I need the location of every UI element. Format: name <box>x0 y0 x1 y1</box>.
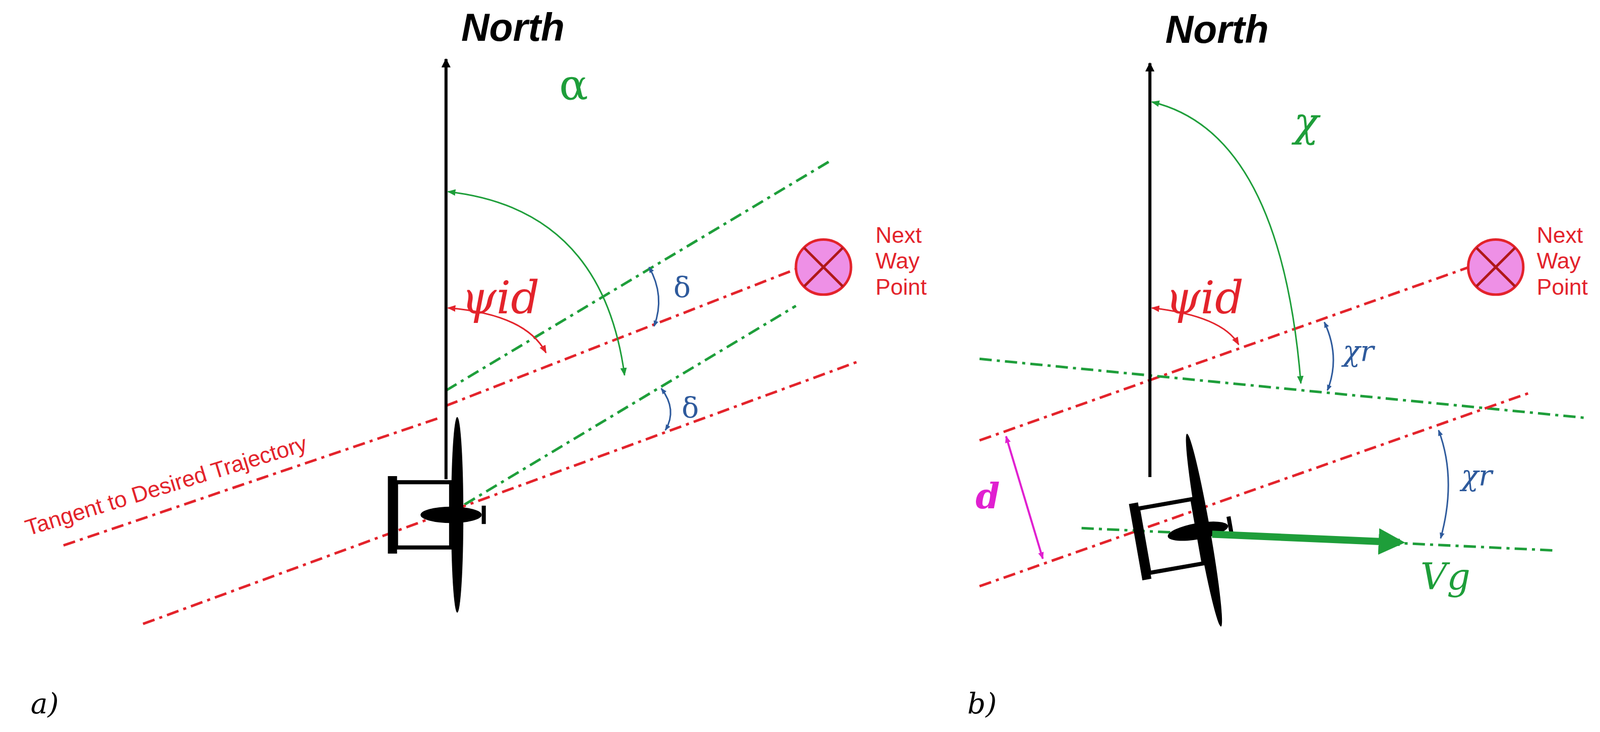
angle-symbol: δ <box>681 393 699 423</box>
waypoint-label: Next Way Point <box>875 222 946 300</box>
direction-label: North <box>461 8 565 47</box>
trajectory-label: Tangent to Desired Trajectory <box>22 432 310 540</box>
angle-symbol: δ <box>673 273 691 302</box>
angle-symbol: χr <box>1342 336 1374 366</box>
waypoint-symbol <box>1468 239 1524 295</box>
angle-symbol: ψid <box>1165 275 1244 321</box>
angle-symbol: χ <box>1294 101 1319 143</box>
angle-symbol: χr <box>1461 461 1493 490</box>
aircraft <box>387 417 486 614</box>
panel-a <box>63 58 857 625</box>
vector-label: Vg <box>1420 559 1471 596</box>
angle-symbol: ψid <box>461 275 540 321</box>
direction-label: North <box>1165 10 1269 49</box>
velocity-vector <box>1212 534 1400 543</box>
angle-symbol: α <box>559 63 588 107</box>
panel-b <box>979 63 1587 639</box>
waypoint-symbol <box>795 239 851 295</box>
panel-label: a) <box>30 689 59 719</box>
distance-label: d <box>975 479 1000 515</box>
waypoint-label: Next Way Point <box>1536 222 1600 300</box>
panel-label: b) <box>967 689 997 719</box>
